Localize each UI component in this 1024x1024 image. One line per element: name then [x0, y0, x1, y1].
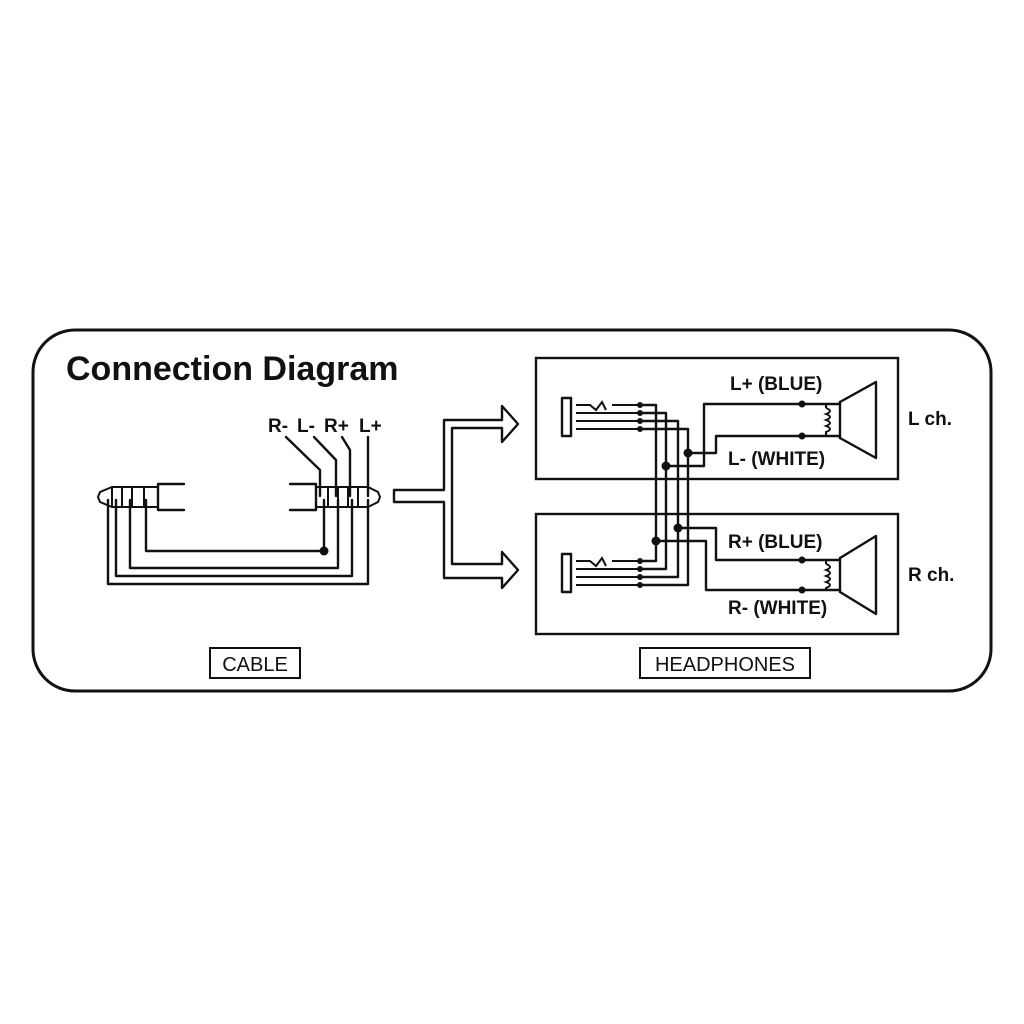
headphones-section: L+ (BLUE) L- (WHITE) R+ (BLUE) R- (WHITE…	[534, 356, 954, 636]
l-channel-label: L ch.	[908, 409, 952, 430]
cable-label-box: CABLE	[209, 647, 301, 679]
headphone-bus-wires	[638, 403, 690, 587]
left-jack-icon	[560, 396, 643, 438]
r-minus-label: R- (WHITE)	[728, 598, 827, 619]
r-plus-label: R+ (BLUE)	[728, 532, 822, 553]
cable-label: CABLE	[222, 654, 288, 676]
pin-label-l-plus: L+	[359, 416, 382, 437]
right-jack-icon	[560, 552, 643, 594]
pin-label-r-minus: R-	[268, 416, 288, 437]
l-minus-label: L- (WHITE)	[728, 449, 825, 470]
left-channel-box	[534, 356, 900, 481]
right-speaker-icon	[823, 534, 878, 616]
cable-section: R- L- R+ L+	[96, 416, 382, 586]
left-trrs-plug-icon	[96, 482, 186, 512]
r-channel-label: R ch.	[908, 565, 954, 586]
diagram-title: Connection Diagram	[66, 350, 398, 388]
l-plus-label: L+ (BLUE)	[730, 374, 822, 395]
cable-junction-dot	[319, 546, 329, 556]
headphones-label-box: HEADPHONES	[639, 647, 811, 679]
pin-label-l-minus: L-	[297, 416, 315, 437]
left-speaker-icon	[823, 380, 878, 460]
headphones-label: HEADPHONES	[655, 654, 795, 676]
split-arrow-icon	[392, 404, 520, 590]
pin-label-r-plus: R+	[324, 416, 349, 437]
